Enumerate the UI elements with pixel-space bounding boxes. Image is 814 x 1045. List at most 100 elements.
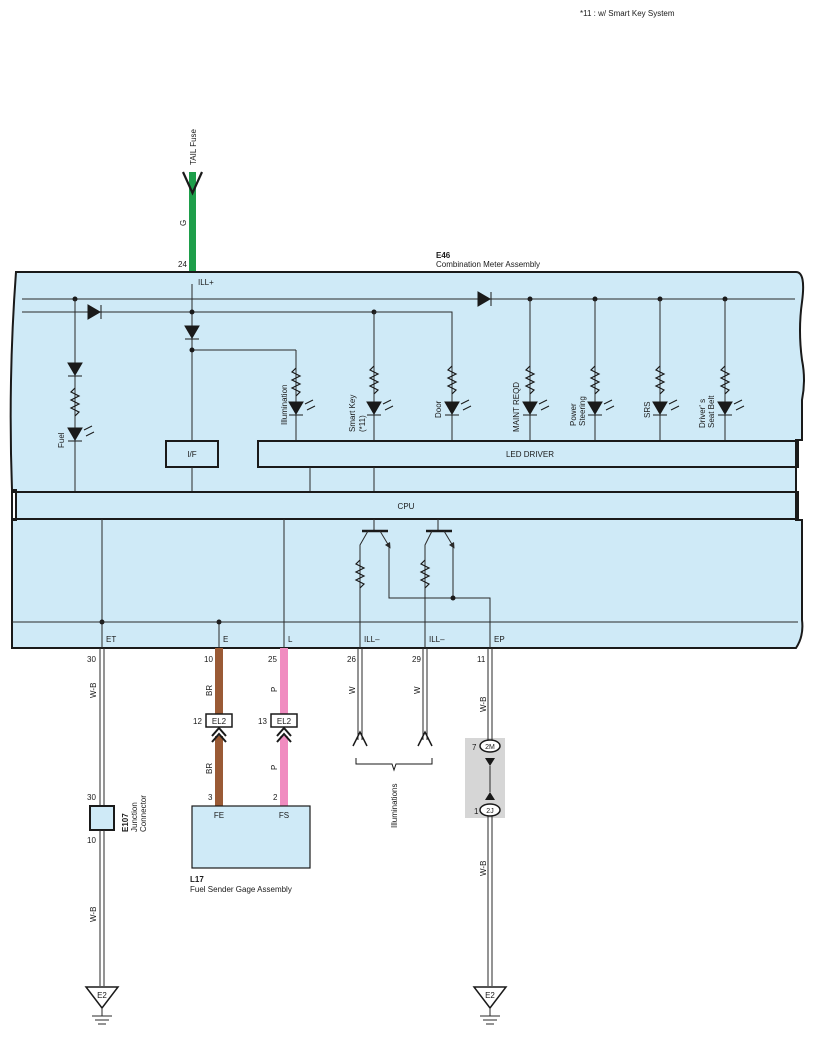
sender-pin-2: 2	[273, 793, 278, 802]
ill-diode-icon	[184, 325, 200, 340]
illuminations-brace	[355, 758, 433, 772]
fuel-led-rays-icon	[83, 425, 95, 437]
ill-2-chevron-icon	[417, 730, 433, 747]
indicator-label-smart-key: Smart Key	[348, 395, 357, 432]
indicator-label-srs: SRS	[643, 402, 652, 418]
bus-diode-left-icon	[87, 304, 102, 320]
junction-name-line2: Connector	[139, 795, 148, 832]
connector-2j-pin: 1	[474, 807, 479, 816]
transistor-1-resistor-icon	[354, 559, 366, 589]
wire-ill-minus-2: 29 W	[412, 648, 433, 747]
el2-connector-e: EL2 12 BR 3	[193, 713, 233, 802]
wire-et: 30 W-B	[87, 648, 105, 806]
illumination-resistor-icon	[290, 367, 302, 397]
illuminations-label: Illuminations	[390, 784, 399, 828]
indicator-label-power: Power	[569, 403, 578, 426]
wire-e: 10 BR	[204, 648, 223, 806]
indicator-label-door: Door	[434, 400, 443, 418]
terminal-l: L	[288, 635, 293, 644]
el2-wire-below-l: P	[270, 765, 279, 770]
connector-2j-id: 2J	[486, 808, 493, 815]
el2-pin-l: 13	[258, 717, 267, 726]
sender-box	[191, 805, 311, 869]
supply-pin: 24	[178, 260, 187, 269]
ground-left-icon	[84, 986, 120, 1010]
el2-wire-below-e: BR	[205, 763, 214, 774]
maint-resistor-icon	[524, 365, 536, 395]
ground-left-label: E2	[97, 991, 107, 1000]
terminal-ep: EP	[494, 635, 505, 644]
connector-2m	[479, 739, 501, 753]
pin-e: 10	[204, 655, 213, 664]
indicator-label-illumination: Illumination	[280, 385, 289, 425]
sender-pin-3: 3	[208, 793, 213, 802]
pin-ill-1: 26	[347, 655, 356, 664]
wire-l: 25 P	[268, 648, 288, 806]
wire-color-ill-1: W	[348, 686, 357, 694]
indicator-illumination: Illumination	[280, 350, 316, 440]
el2-id-l: EL2	[277, 717, 292, 726]
power-steering-resistor-icon	[589, 365, 601, 395]
maint-led-icon	[522, 401, 538, 416]
connector-2m-pin: 7	[472, 743, 477, 752]
tail-fuse-supply: TAIL Fuse G 24	[178, 128, 204, 274]
fuel-sender-assembly: FE FS L17 Fuel Sender Gage Assembly	[190, 805, 311, 894]
el2-l-chevron-icon	[276, 726, 292, 743]
junction-box	[89, 805, 115, 831]
pin-ep: 11	[477, 655, 486, 664]
connector-2m-id: 2M	[485, 744, 495, 751]
terminal-ill-minus-2: ILL–	[429, 635, 445, 644]
led-driver-label: LED DRIVER	[506, 450, 554, 459]
el2-e-chevron-icon	[211, 726, 227, 743]
el2-pin-e: 12	[193, 717, 202, 726]
srs-resistor-icon	[654, 365, 666, 395]
supply-wire-color: G	[179, 220, 188, 226]
power-steering-led-icon	[587, 401, 603, 416]
tail-fuse-label: TAIL Fuse	[189, 128, 198, 165]
junction-id: E107	[121, 813, 130, 832]
wire-color-l: P	[270, 687, 279, 692]
el2-id-e: EL2	[212, 717, 227, 726]
sender-name: Fuel Sender Gage Assembly	[190, 885, 292, 894]
wire-color-et: W-B	[89, 683, 98, 698]
ground-right-label: E2	[485, 991, 495, 1000]
indicator-maint-reqd: MAINT REQD	[512, 299, 550, 440]
indicator-label-maint-reqd: MAINT REQD	[512, 382, 521, 432]
indicator-smart-key: Smart Key (*11)	[348, 312, 394, 440]
indicator-srs: SRS	[643, 299, 680, 440]
cpu-label: CPU	[398, 502, 415, 511]
ill-plus-terminal: ILL+	[198, 278, 214, 287]
indicator-label-steering: Steering	[578, 396, 587, 426]
ground-left: E2	[84, 986, 120, 1025]
seat-belt-led-icon	[717, 401, 733, 416]
fuel-led-icon	[67, 427, 83, 442]
junction-pin-bottom: 10	[87, 836, 96, 845]
terminal-e: E	[223, 635, 228, 644]
junction-wire-below: W-B	[89, 907, 98, 922]
ill-1-chevron-icon	[352, 730, 368, 747]
sender-id: L17	[190, 875, 204, 884]
smart-key-resistor-icon	[368, 365, 380, 395]
meter-panel-body	[9, 271, 805, 649]
indicator-fuel: Fuel	[57, 299, 95, 492]
indicator-power-steering: Power Steering	[569, 299, 615, 440]
wire-ill-minus-1: 26 W	[347, 648, 368, 747]
indicator-door: Door	[374, 311, 472, 440]
pin-et: 30	[87, 655, 96, 664]
indicator-label-drivers: Driver' s	[698, 399, 707, 428]
wire-ep: 11 W-B 2M 7 2J 1 W-B	[465, 648, 505, 986]
wire-color-ep: W-B	[479, 697, 488, 712]
interface-label: I/F	[187, 450, 196, 459]
meter-name: Combination Meter Assembly	[436, 260, 540, 269]
junction-connector-e107: 30 10 E107 Junction Connector W-B	[87, 793, 148, 986]
connector-2j	[479, 803, 501, 817]
srs-led-icon	[652, 401, 668, 416]
seat-belt-resistor-icon	[719, 365, 731, 395]
door-led-icon	[444, 401, 460, 416]
meter-id: E46	[436, 251, 451, 260]
sender-pin-fs: FS	[279, 811, 289, 820]
led-driver-block	[257, 440, 799, 468]
ground-right: E2	[472, 986, 508, 1025]
footnote-smart-key: *11 : w/ Smart Key System	[580, 9, 675, 18]
pin-l: 25	[268, 655, 277, 664]
